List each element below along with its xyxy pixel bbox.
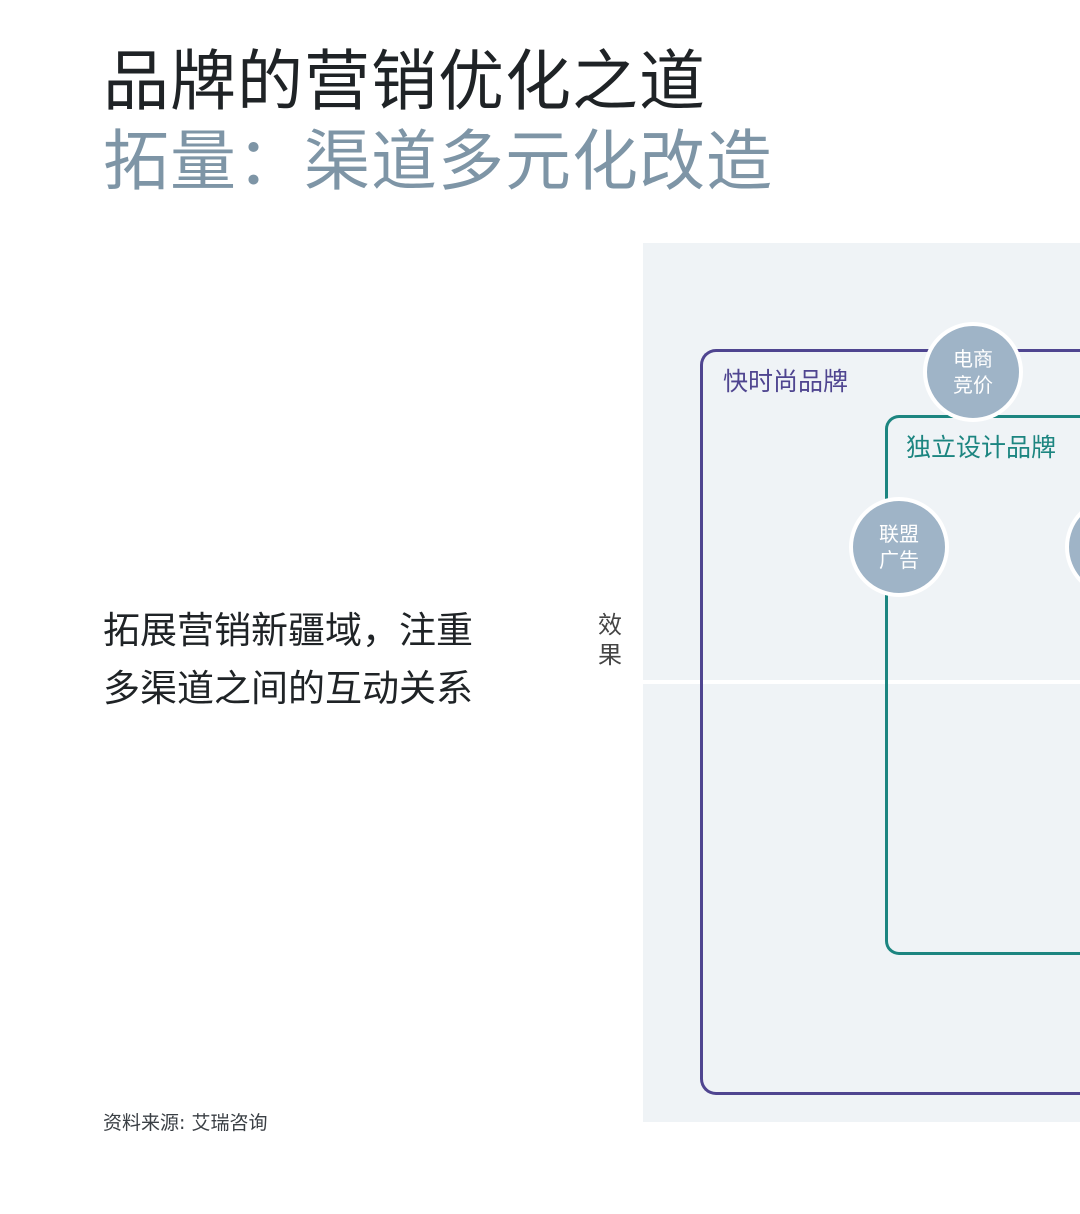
- group-box-independent-design: [885, 415, 1080, 955]
- node-text: 竞价: [953, 373, 993, 397]
- axis-char: 效: [598, 611, 622, 639]
- node-partial-circle: [1065, 511, 1080, 583]
- description-line-1: 拓展营销新疆域，注重: [103, 609, 473, 652]
- source-note: 资料来源: 艾瑞咨询: [103, 1112, 268, 1134]
- node-partial: [1065, 511, 1080, 583]
- page-title: 品牌的营销优化之道: [103, 43, 706, 120]
- description: 拓展营销新疆域，注重 多渠道之间的互动关系: [103, 602, 473, 718]
- group-box-fast-fashion: [700, 349, 1080, 1095]
- quadrant-divider: [643, 680, 1080, 684]
- page-subtitle: 拓量：渠道多元化改造: [103, 123, 773, 200]
- node-text: 电商: [953, 347, 993, 371]
- node-text: 联盟: [879, 522, 919, 546]
- node-text: 广告: [879, 548, 919, 572]
- group-label-independent-design: 独立设计品牌: [906, 433, 1057, 462]
- node-ecommerce-bidding: 电商 竞价: [923, 322, 1023, 422]
- y-axis-label: 效 果: [597, 610, 623, 670]
- group-label-fast-fashion: 快时尚品牌: [723, 367, 849, 396]
- description-line-2: 多渠道之间的互动关系: [103, 667, 473, 710]
- node-affiliate-ads: 联盟 广告: [849, 497, 949, 597]
- axis-char: 果: [598, 641, 622, 669]
